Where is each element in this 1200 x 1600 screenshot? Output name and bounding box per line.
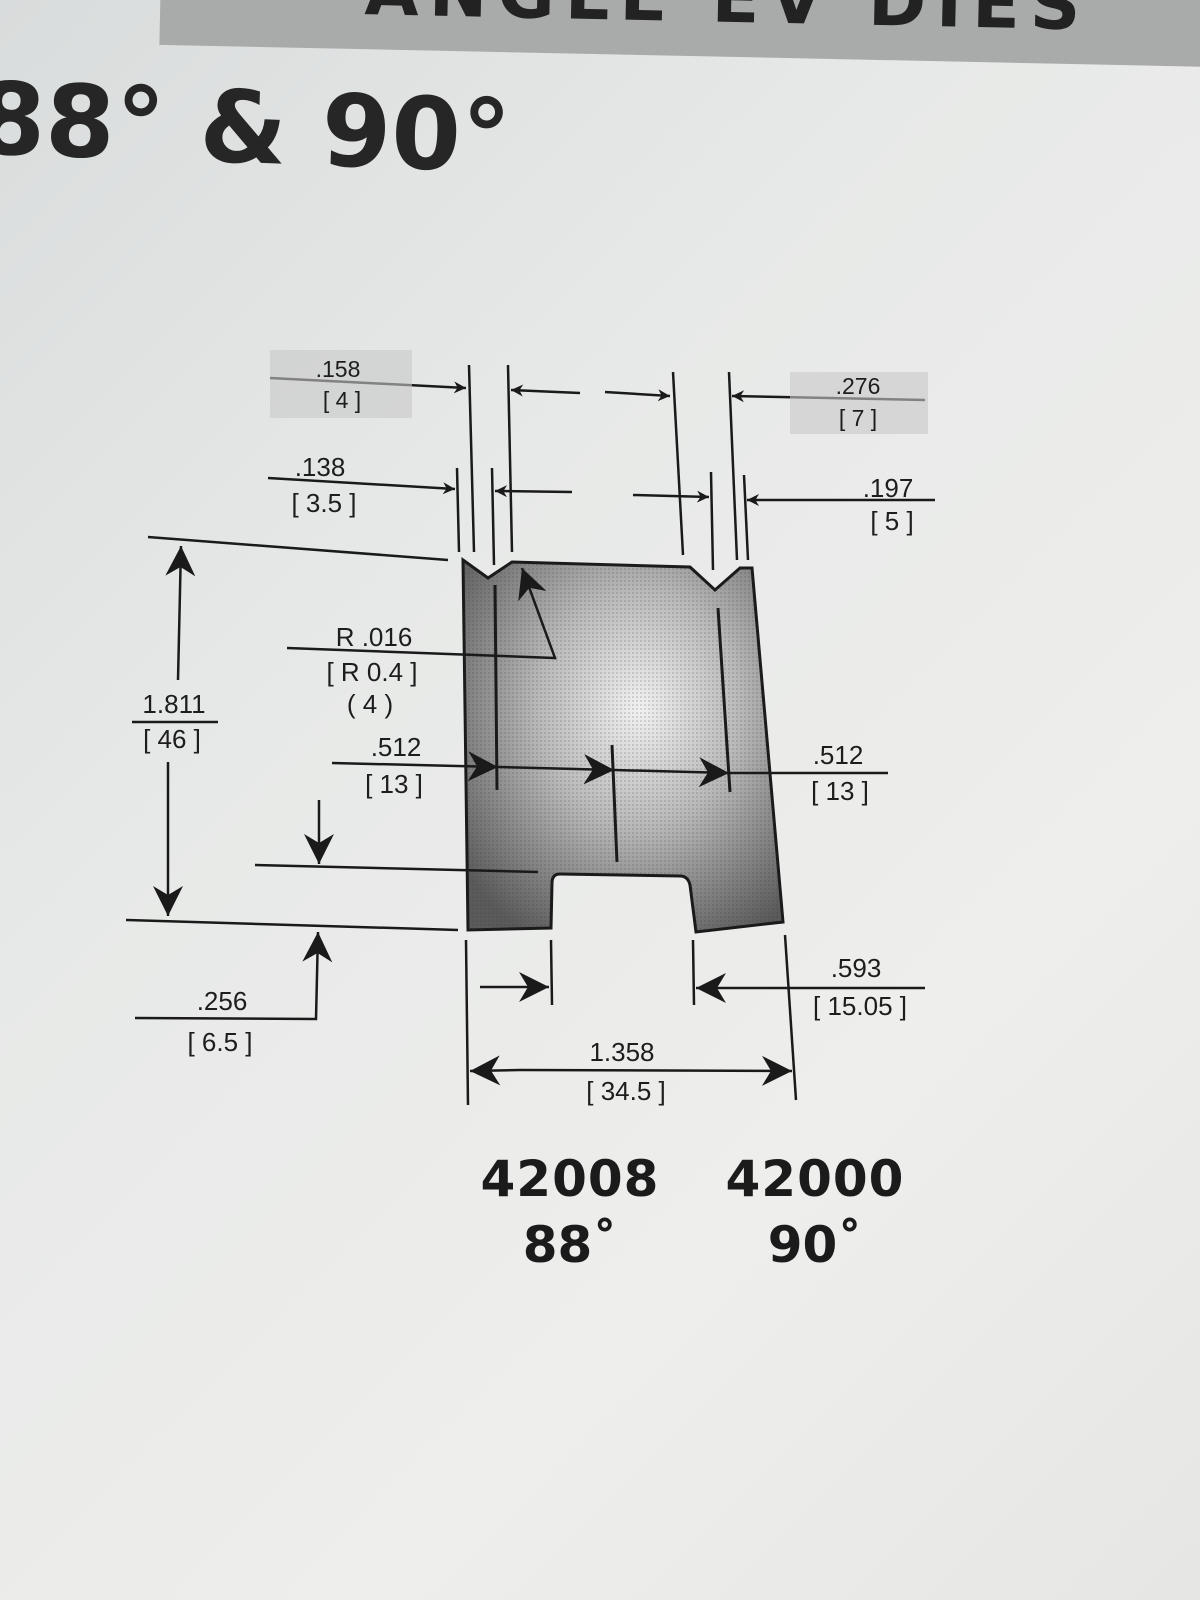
dim-radius-in: R .016 xyxy=(336,622,413,652)
dim-radius-mm: [ R 0.4 ] xyxy=(326,657,417,687)
dim-height-mm: [ 46 ] xyxy=(143,724,201,754)
part-88: 42008 88˚ xyxy=(470,1150,670,1274)
left-groove-centerline xyxy=(493,584,499,791)
dim-276-in: .276 xyxy=(836,373,881,399)
part-number: 42008 xyxy=(480,1150,660,1208)
dim-radius-note: ( 4 ) xyxy=(347,689,393,719)
dim-tang-offset-mm: [ 15.05 ] xyxy=(813,991,907,1021)
part-90: 42000 90˚ xyxy=(715,1150,915,1274)
dim-left-center-mm: [ 13 ] xyxy=(365,769,423,799)
highlight-box-158 xyxy=(270,350,412,418)
dim-197-mm: [ 5 ] xyxy=(870,506,913,536)
dim-tang-height-in: .256 xyxy=(197,986,248,1016)
dim-158-mm: [ 4 ] xyxy=(323,387,361,413)
die-body xyxy=(461,557,785,934)
part-angle: 90˚ xyxy=(767,1216,863,1274)
dim-158-in: .158 xyxy=(316,356,361,382)
part-number: 42000 xyxy=(725,1150,905,1208)
part-angle: 88˚ xyxy=(522,1216,618,1274)
dim-tang-offset-in: .593 xyxy=(831,953,882,983)
dim-width-mm: [ 34.5 ] xyxy=(586,1076,666,1106)
dim-138-in: .138 xyxy=(295,452,346,482)
dim-height-in: 1.811 xyxy=(142,689,205,719)
dim-tang-height-mm: [ 6.5 ] xyxy=(187,1027,252,1057)
dim-right-center-in: .512 xyxy=(813,740,864,770)
dim-right-center-mm: [ 13 ] xyxy=(811,776,869,806)
dim-138-mm: [ 3.5 ] xyxy=(291,488,356,518)
highlight-box-276 xyxy=(790,372,928,434)
dim-left-center-in: .512 xyxy=(371,732,422,762)
dim-197-in: .197 xyxy=(863,473,914,503)
dim-width-in: 1.358 xyxy=(589,1037,654,1067)
dim-276-mm: [ 7 ] xyxy=(839,405,877,431)
